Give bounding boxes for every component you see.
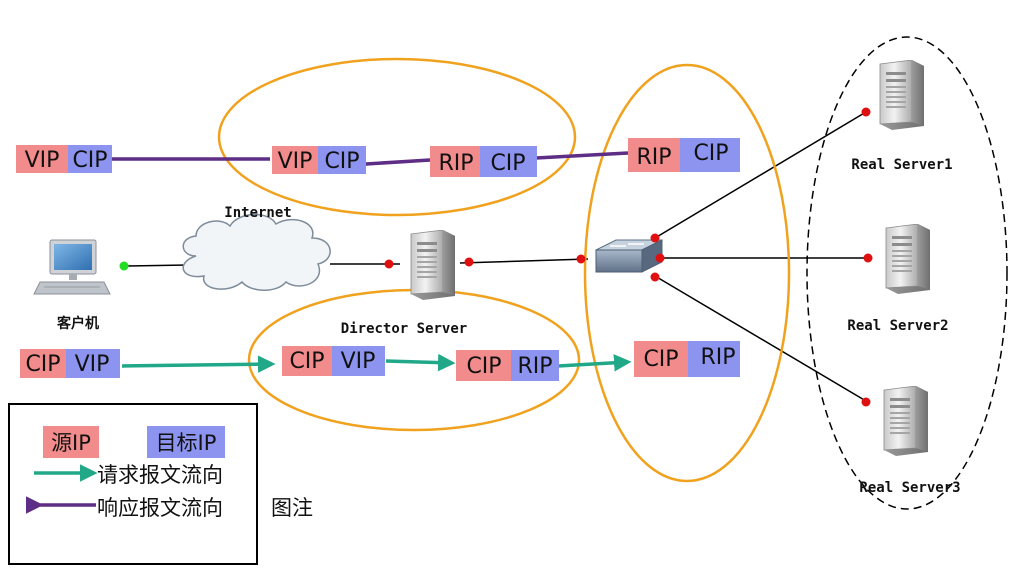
highlight-ellipses: [217, 57, 791, 483]
legend-src-label: 源IP: [51, 431, 91, 455]
client-computer-icon: [33, 239, 111, 295]
real-server3-label: Real Server3: [859, 480, 960, 496]
packet-dst-ip: RIP: [517, 354, 552, 379]
caption-label: 图注: [271, 496, 313, 520]
packet-src-ip: CIP: [25, 352, 60, 377]
switch-icon: [595, 239, 663, 273]
network-links: [123, 111, 868, 402]
real-server1-icon: [879, 60, 925, 130]
real-server1-label: Real Server1: [851, 157, 952, 173]
request-arrow-director-to-switch: [557, 354, 632, 372]
request-packet: CIP RIP: [456, 350, 559, 381]
request-arrow-director-rewrite: [385, 353, 456, 372]
response-packet: RIP CIP: [430, 146, 537, 177]
switch-port-director-dot: [576, 254, 586, 264]
rs1-port-dot: [861, 107, 871, 117]
real-server2-icon: [885, 224, 931, 294]
legend-dst-swatch: [147, 426, 225, 458]
rs2-port-dot: [863, 253, 873, 263]
switch-port-rs2-dot: [655, 253, 665, 263]
link-client-cloud: [123, 264, 189, 267]
request-packet: CIP VIP: [282, 346, 385, 376]
director-port-in-dot: [384, 259, 394, 269]
response-packet: VIP CIP: [16, 145, 112, 173]
switch-port-rs3-dot: [650, 272, 660, 282]
packet-src-ip: CIP: [466, 354, 501, 379]
ellipse-response-path: [217, 57, 577, 217]
packet-src-ip: CIP: [289, 349, 324, 374]
ellipse-switch-zone: [583, 63, 791, 483]
client-port-dot: [119, 261, 129, 271]
request-packet: CIP RIP: [634, 341, 740, 377]
director-label: Director Server: [341, 321, 467, 337]
link-director-switch: [459, 258, 589, 264]
response-arrow-director-to-internet: [351, 156, 431, 174]
packet-dst-ip: RIP: [700, 345, 735, 370]
link-switch-rs3: [654, 275, 867, 402]
link-endpoints: [119, 107, 873, 407]
director-port-out-dot: [464, 257, 474, 267]
legend-request-label: 请求报文流向: [97, 463, 223, 487]
packet-dst-ip: CIP: [72, 148, 107, 173]
real-server-group-ellipse: [806, 36, 1008, 510]
director-server-icon: [410, 230, 456, 300]
response-flow-arrows: [98, 150, 629, 174]
real-server2-label: Real Server2: [847, 318, 948, 334]
legend-dst-label: 目标IP: [156, 431, 217, 455]
packet-src-ip: RIP: [438, 151, 473, 176]
packet-dst-ip: CIP: [324, 149, 359, 174]
legend: 源IP 目标IP 请求报文流向 响应报文流向: [8, 403, 258, 565]
response-arrow-rs-to-director: [521, 150, 629, 168]
packet-src-ip: RIP: [636, 145, 671, 170]
packet-src-ip: VIP: [278, 149, 313, 174]
packet-src-ip: VIP: [25, 148, 60, 173]
internet-label: Internet: [224, 205, 291, 221]
packet-dst-ip: CIP: [490, 151, 525, 176]
internet-cloud-icon: [182, 213, 331, 291]
client-label: 客户机: [56, 315, 99, 332]
request-flow-arrows: [121, 353, 632, 373]
response-packet: RIP CIP: [628, 138, 740, 172]
packet-dst-ip: VIP: [341, 349, 376, 374]
packet-dst-ip: VIP: [75, 352, 110, 377]
legend-response-label: 响应报文流向: [97, 496, 223, 520]
response-packet: VIP CIP: [272, 146, 366, 174]
link-switch-rs1: [654, 111, 867, 239]
real-server3-icon: [883, 386, 929, 456]
legend-src-swatch: [43, 426, 99, 458]
switch-port-rs1-dot: [650, 233, 660, 243]
packet-dst-ip: CIP: [693, 141, 728, 166]
packet-src-ip: CIP: [643, 347, 678, 372]
request-packet: CIP VIP: [20, 349, 120, 378]
rs3-port-dot: [861, 397, 871, 407]
request-arrow-client-to-director: [121, 355, 276, 373]
